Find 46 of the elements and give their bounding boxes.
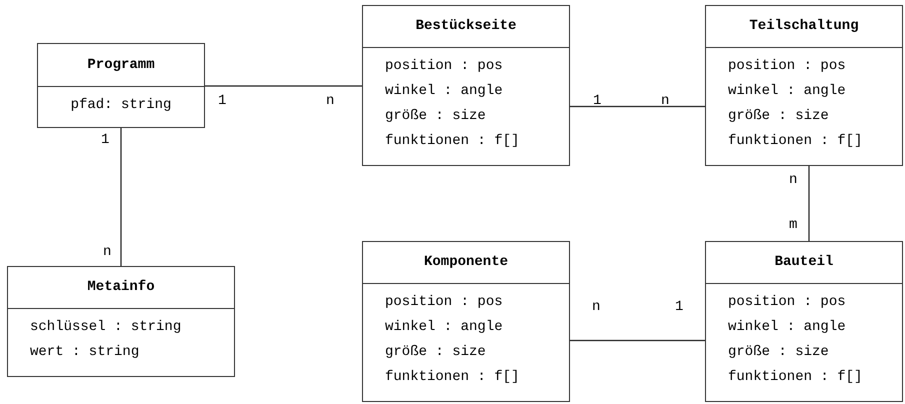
multiplicity-label: n — [326, 94, 334, 108]
attribute-text: position : pos — [728, 293, 847, 312]
class-box — [705, 241, 903, 402]
attribute-text: pfad: string — [70, 96, 172, 115]
attribute-text: position : pos — [728, 57, 847, 76]
attribute-text: wert : string — [30, 343, 140, 362]
multiplicity-label: 1 — [218, 94, 226, 108]
multiplicity-label: n — [103, 245, 112, 259]
class-box — [362, 241, 570, 402]
class-name: Bauteil — [774, 253, 834, 272]
association-line — [205, 85, 362, 87]
multiplicity-label: 1 — [675, 300, 684, 314]
attribute-text: größe : size — [385, 107, 487, 126]
class-box — [362, 5, 570, 166]
attribute-text: funktionen : f[] — [728, 132, 864, 151]
attribute-text: funktionen : f[] — [385, 368, 520, 387]
association-line — [570, 106, 705, 108]
class-name: Bestückseite — [416, 17, 516, 36]
association-line — [120, 128, 122, 266]
class-name: Teilschaltung — [749, 17, 859, 36]
class-box — [705, 5, 903, 166]
attribute-text: schlüssel : string — [30, 318, 182, 337]
class-name: Metainfo — [87, 278, 155, 297]
class-name: Komponente — [424, 253, 508, 272]
multiplicity-label: 1 — [101, 133, 110, 147]
multiplicity-label: n — [789, 173, 798, 187]
attribute-text: funktionen : f[] — [385, 132, 520, 151]
attribute-text: größe : size — [728, 107, 830, 126]
multiplicity-label: 1 — [593, 94, 602, 108]
class-box — [7, 266, 235, 377]
association-line — [808, 166, 810, 241]
attribute-text: größe : size — [385, 343, 487, 362]
multiplicity-label: m — [789, 218, 798, 232]
association-line — [570, 340, 705, 342]
attribute-text: position : pos — [385, 293, 504, 312]
class-box — [37, 43, 205, 128]
attribute-text: winkel : angle — [385, 318, 504, 337]
attribute-text: winkel : angle — [728, 318, 847, 337]
multiplicity-label: n — [592, 300, 600, 314]
attribute-text: funktionen : f[] — [728, 368, 864, 387]
attribute-text: position : pos — [385, 57, 504, 76]
attribute-text: größe : size — [728, 343, 830, 362]
class-name: Programm — [87, 56, 155, 74]
attribute-text: winkel : angle — [728, 82, 847, 101]
multiplicity-label: n — [661, 94, 670, 108]
attribute-text: winkel : angle — [385, 82, 504, 101]
